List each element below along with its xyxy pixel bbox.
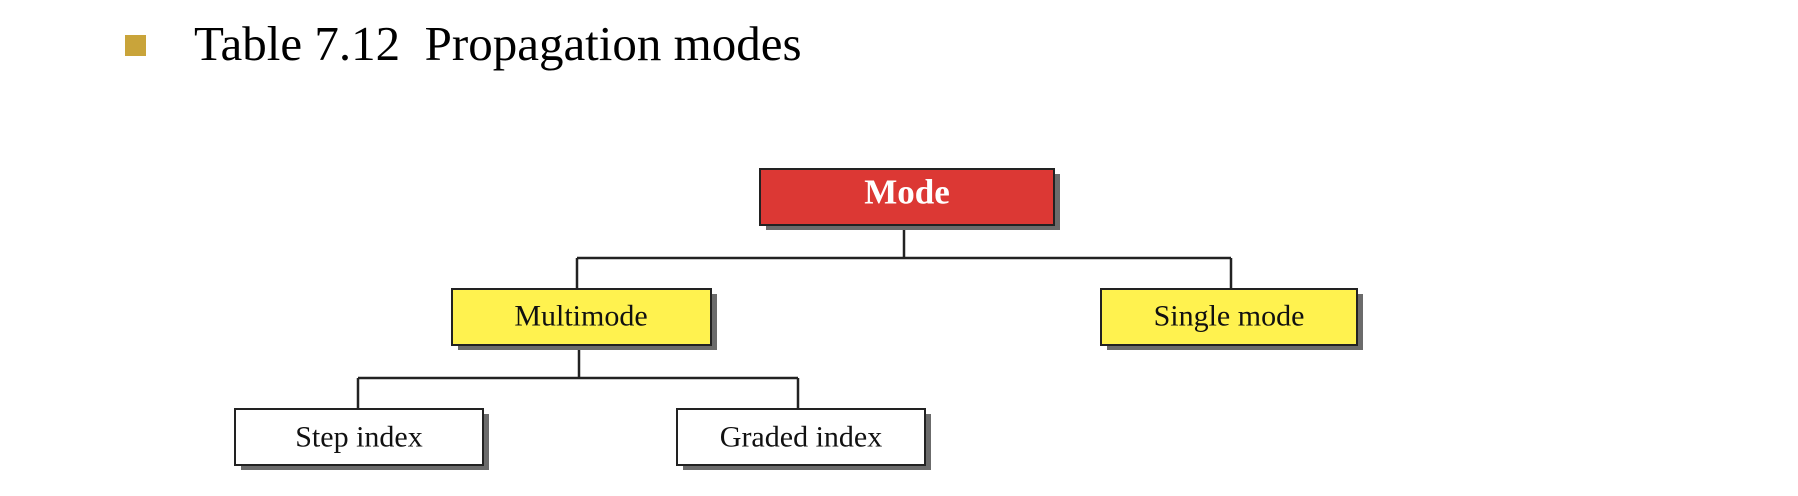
slide-title-row: Table 7.12 Propagation modes	[125, 8, 802, 78]
slide-title: Table 7.12 Propagation modes	[194, 15, 802, 71]
node-mode-label: Mode	[864, 173, 950, 212]
node-mode: Mode	[759, 168, 1060, 230]
node-single-mode-box	[1100, 288, 1358, 346]
tree-connectors	[356, 227, 1233, 409]
node-step-index-label: Step index	[295, 421, 423, 454]
connector-multimode-to-leaves	[356, 345, 800, 409]
node-graded-index-box	[676, 408, 926, 466]
node-graded-index-label: Graded index	[720, 421, 882, 454]
node-single-mode-label: Single mode	[1154, 300, 1305, 333]
node-step-index-box	[234, 408, 484, 466]
node-graded-index: Graded index	[676, 408, 931, 470]
connector-root-to-level1	[575, 227, 1233, 289]
node-multimode-label: Multimode	[514, 300, 647, 333]
node-multimode: Multimode	[451, 288, 717, 350]
node-step-index: Step index	[234, 408, 489, 470]
node-single-mode: Single mode	[1100, 288, 1363, 350]
node-mode-box	[759, 168, 1055, 226]
node-multimode-box	[451, 288, 712, 346]
square-bullet-icon	[125, 34, 146, 56]
